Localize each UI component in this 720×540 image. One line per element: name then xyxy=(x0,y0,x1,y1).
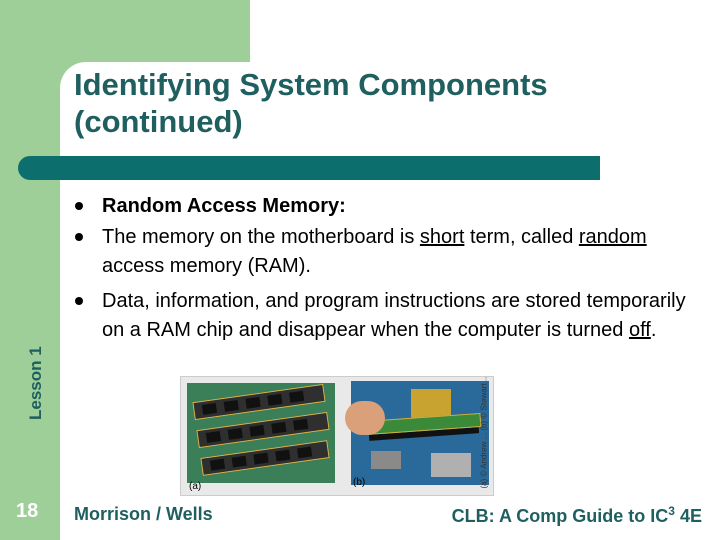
figure-caption-b: (b) xyxy=(353,477,366,488)
bullet-text: Data, information, and program instructi… xyxy=(102,290,686,341)
slide-number: 18 xyxy=(16,500,39,522)
motherboard-image xyxy=(345,381,489,485)
bullet-text: Random Access Memory: xyxy=(102,195,346,217)
footer-author: Morrison / Wells xyxy=(74,504,213,524)
left-sidebar-bar xyxy=(0,170,60,540)
bullet-text: access memory (RAM). xyxy=(102,255,311,277)
bullet-dot-icon xyxy=(75,297,83,305)
ram-modules-image xyxy=(187,383,335,483)
bullet-text: The memory on the motherboard is xyxy=(102,226,420,248)
bullet-item: Data, information, and program instructi… xyxy=(75,287,698,345)
underlined-word: off xyxy=(628,319,651,341)
underlined-word: random xyxy=(578,226,647,248)
ram-stick-icon xyxy=(200,440,330,476)
bullet-text: term, called xyxy=(464,226,579,248)
figure-caption-a: (a) xyxy=(189,481,202,492)
slide-title: Identifying System Components (continued… xyxy=(74,67,548,139)
title-panel xyxy=(60,62,720,162)
lesson-label: Lesson 1 xyxy=(26,346,45,420)
footer-superscript: 3 xyxy=(668,504,675,518)
title-divider-bar xyxy=(18,156,600,180)
bullet-dot-icon xyxy=(75,202,83,210)
hand-icon xyxy=(345,401,385,435)
underlined-word: short xyxy=(419,226,465,248)
bullet-dot-icon xyxy=(75,233,83,241)
bullet-item: The memory on the motherboard is short t… xyxy=(75,223,698,281)
ram-photo-figure: (a) (b) (a) © Andrew ... (b) © Stewart .… xyxy=(180,376,494,496)
footer-book-title: CLB: A Comp Guide to IC3 4E xyxy=(452,504,702,527)
bullet-item: Random Access Memory: xyxy=(75,192,698,221)
photo-credit: (a) © Andrew ... (b) © Stewart ... xyxy=(479,376,489,489)
footer-title-text: CLB: A Comp Guide to IC xyxy=(451,506,669,526)
bullet-text: . xyxy=(650,319,657,341)
footer-title-suffix: 4E xyxy=(674,506,702,526)
bullet-list: Random Access Memory: The memory on the … xyxy=(75,192,698,351)
